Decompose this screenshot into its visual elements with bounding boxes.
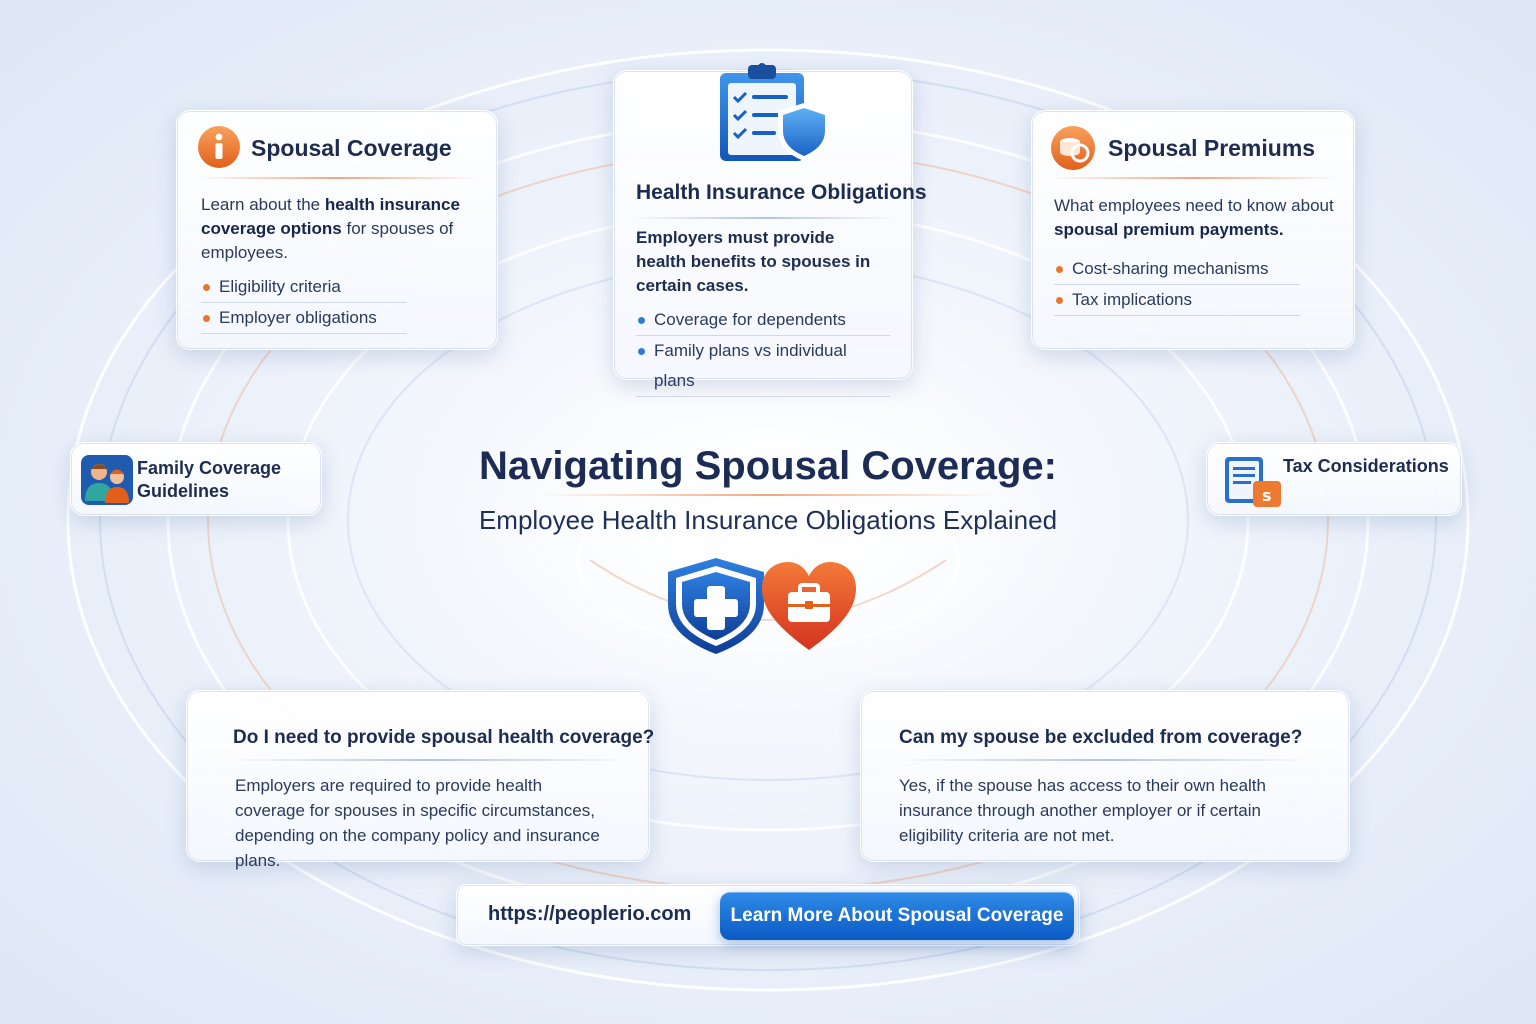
spousal-coverage-description: Learn about the health insurance coverag…: [201, 195, 460, 262]
family-guidelines-label: Family Coverage Guidelines: [137, 458, 282, 501]
page-title: Navigating Spousal Coverage:: [479, 444, 1057, 488]
spousal-premiums-divider: [1050, 177, 1340, 179]
faq-question-1: Do I need to provide spousal health cove…: [233, 727, 655, 748]
tax-document-icon: s: [1225, 457, 1281, 507]
health-obligations-title: Health Insurance Obligations: [636, 181, 927, 204]
spousal-premiums-description: What employees need to know about spousa…: [1054, 196, 1334, 239]
health-shield-icon: [668, 558, 764, 654]
list-item: Cost-sharing mechanisms: [1054, 254, 1300, 285]
faq-answer-1: Employers are required to provide health…: [235, 776, 600, 870]
faq-card-2: Can my spouse be excluded from coverage?…: [860, 690, 1350, 862]
faq-divider-2: [895, 759, 1315, 761]
faq-question-2: Can my spouse be excluded from coverage?: [899, 727, 1303, 748]
website-url[interactable]: https://peoplerio.com: [488, 903, 692, 925]
page-subtitle: Employee Health Insurance Obligations Ex…: [478, 505, 1058, 535]
family-guidelines-card[interactable]: Family Coverage Guidelines: [70, 442, 322, 516]
heart-briefcase-icon: [762, 562, 856, 650]
faq-divider-1: [227, 759, 635, 761]
health-obligations-list: Coverage for dependents Family plans vs …: [636, 305, 890, 397]
spousal-coverage-divider: [197, 177, 479, 179]
list-item: Tax implications: [1054, 285, 1300, 316]
tax-considerations-label: Tax Considerations: [1283, 456, 1449, 476]
spousal-coverage-card: Spousal Coverage Learn about the health …: [176, 110, 498, 350]
svg-text:s: s: [1262, 486, 1272, 505]
spousal-premiums-card: Spousal Premiums What employees need to …: [1031, 110, 1355, 350]
list-item: Family plans vs individual plans: [636, 336, 890, 397]
faq-answer-2: Yes, if the spouse has access to their o…: [899, 776, 1266, 845]
spousal-premiums-list: Cost-sharing mechanisms Tax implications: [1054, 254, 1300, 316]
tax-considerations-card[interactable]: s Tax Considerations: [1206, 442, 1462, 516]
health-obligations-card: Health Insurance Obligations Employers m…: [613, 63, 927, 397]
health-obligations-divider: [632, 217, 896, 219]
info-icon: [198, 126, 240, 168]
coins-icon: [1051, 126, 1095, 170]
title-divider: [540, 494, 996, 496]
list-item: Employer obligations: [201, 303, 407, 334]
family-icon: [81, 455, 133, 505]
list-item: Coverage for dependents: [636, 305, 890, 336]
learn-more-button[interactable]: Learn More About Spousal Coverage: [720, 892, 1074, 940]
health-obligations-description: Employers must provide health benefits t…: [636, 228, 871, 295]
spousal-premiums-title: Spousal Premiums: [1108, 135, 1316, 161]
clipboard-shield-icon: [720, 63, 830, 161]
spousal-coverage-list: Eligibility criteria Employer obligation…: [201, 272, 407, 334]
list-item: Eligibility criteria: [201, 272, 407, 303]
spousal-coverage-title: Spousal Coverage: [251, 135, 452, 161]
faq-card-1: Do I need to provide spousal health cove…: [186, 690, 654, 870]
